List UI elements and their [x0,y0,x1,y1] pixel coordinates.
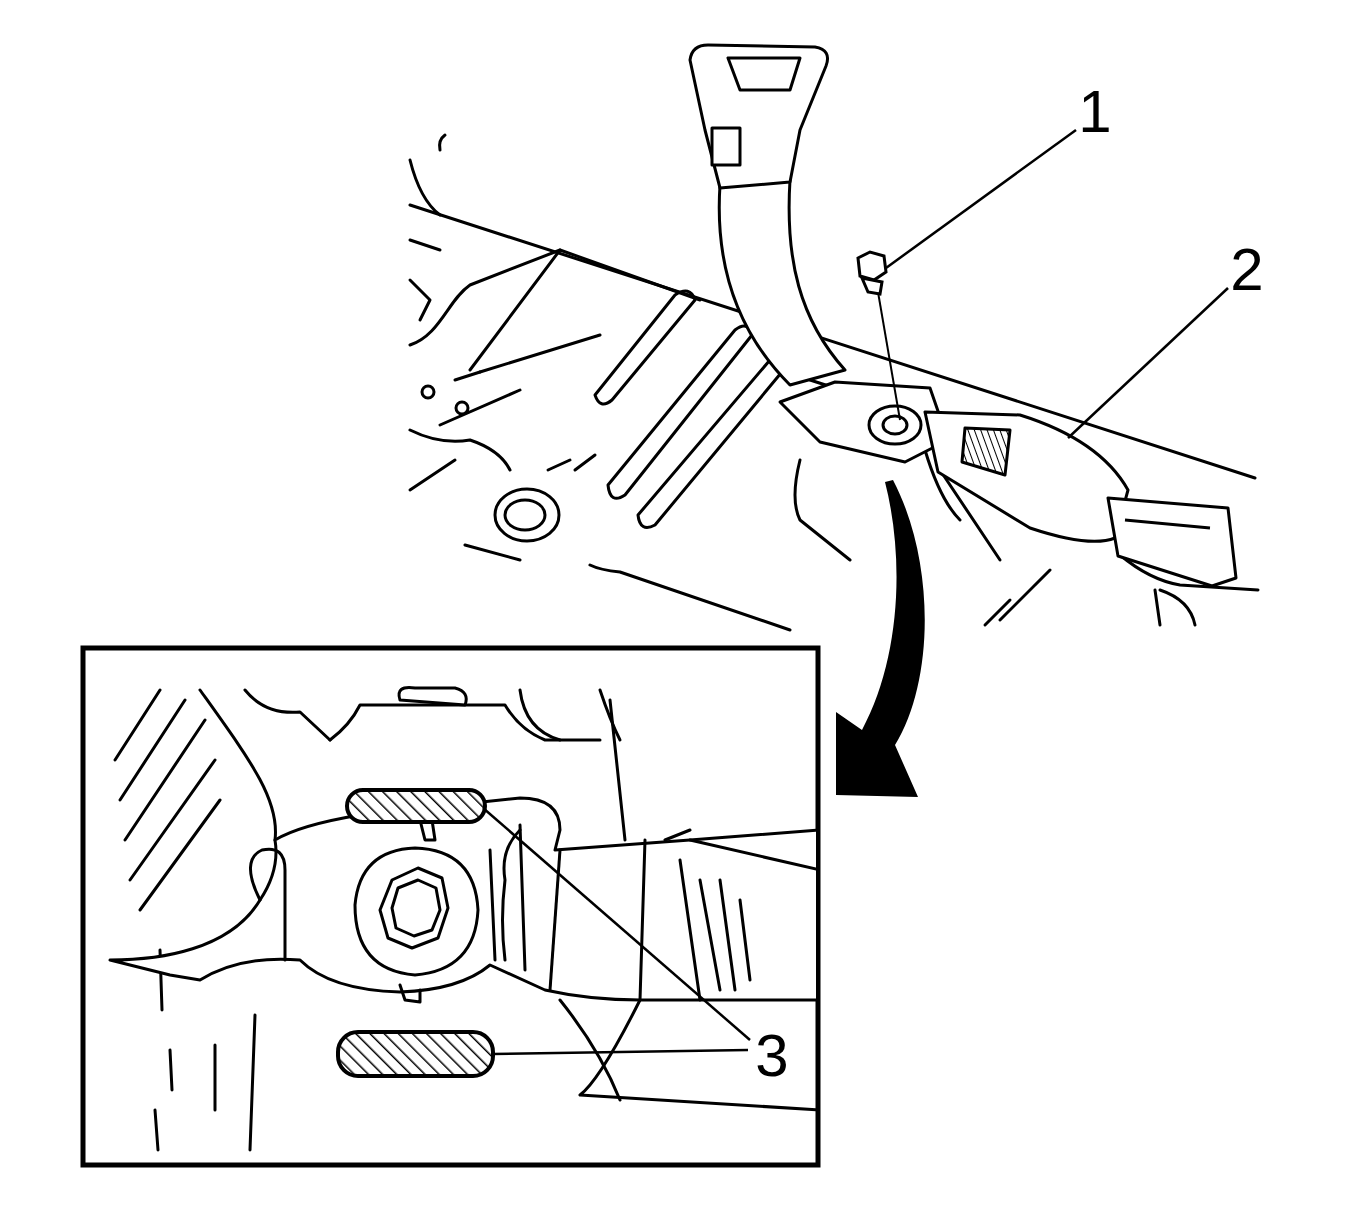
callout-number: 1 [1076,80,1113,144]
detail-illustration [110,688,816,1151]
seat-belt-webbing [690,45,948,462]
anchor-bolt [858,252,900,420]
callout-number: 3 [753,1024,790,1088]
view-arrow [836,480,925,797]
callout-number: 2 [1228,238,1265,302]
floor-panel [410,135,1258,630]
leader-lines [483,130,1228,1054]
seat-belt-buckle [925,412,1236,586]
